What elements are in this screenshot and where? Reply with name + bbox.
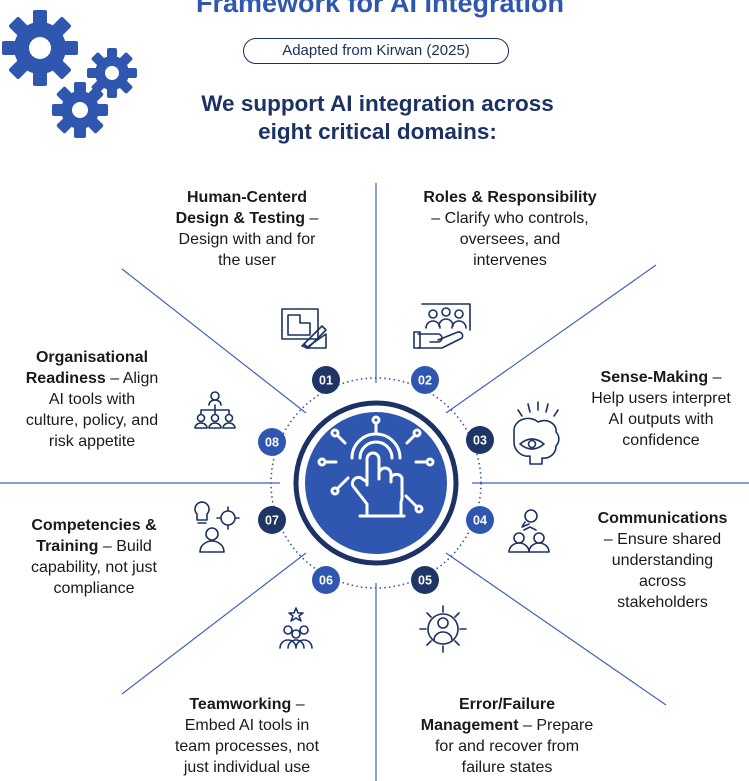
domain-08-label: Organisational Readiness – Align AI tool… bbox=[25, 349, 159, 450]
divider-diagonal-nw bbox=[121, 268, 307, 414]
domain-02-label: Roles & Responsibility – Clarify who con… bbox=[423, 189, 597, 269]
gears-icon bbox=[2, 10, 137, 138]
badge-04: 04 bbox=[466, 506, 494, 534]
team-star-icon bbox=[279, 607, 313, 649]
divider-diagonal-ne bbox=[445, 264, 657, 414]
badge-01: 01 bbox=[312, 366, 340, 394]
svg-text:05: 05 bbox=[418, 574, 432, 588]
badge-08: 08 bbox=[258, 428, 286, 456]
ai-hand-icon bbox=[317, 415, 435, 518]
conversation-icon bbox=[508, 509, 550, 553]
headline: We support AI integration across eight c… bbox=[140, 90, 615, 146]
center-hub bbox=[305, 412, 447, 554]
domain-05-label: Error/Failure Management – Prepare for a… bbox=[420, 696, 594, 776]
domain-06-label: Teamworking – Embed AI tools in team pro… bbox=[174, 696, 320, 776]
badge-02: 02 bbox=[411, 366, 439, 394]
svg-text:02: 02 bbox=[418, 374, 432, 388]
team-hand-icon bbox=[413, 303, 471, 349]
headline-line-2: eight critical domains: bbox=[258, 119, 497, 144]
svg-text:04: 04 bbox=[473, 514, 487, 528]
badge-07: 07 bbox=[258, 506, 286, 534]
dotted-ring bbox=[270, 377, 482, 589]
domain-04-label: Communications – Ensure shared understan… bbox=[597, 510, 728, 611]
domain-01-label: Human-Centerd Design & Testing – Design … bbox=[175, 189, 319, 269]
badge-05: 05 bbox=[411, 566, 439, 594]
gear-person-icon bbox=[419, 605, 467, 653]
svg-text:01: 01 bbox=[319, 374, 333, 388]
page-title: Framework for AI Integration bbox=[195, 0, 565, 18]
domain-03-label: Sense-Making – Help users interpret AI o… bbox=[591, 369, 731, 449]
source-pill: Adapted from Kirwan (2025) bbox=[243, 38, 509, 64]
headline-line-1: We support AI integration across bbox=[201, 91, 554, 116]
divider-diagonal-se bbox=[445, 552, 667, 706]
svg-text:06: 06 bbox=[319, 574, 333, 588]
org-chart-icon bbox=[194, 391, 236, 429]
idea-gear-person-icon bbox=[194, 501, 240, 553]
badge-06: 06 bbox=[312, 566, 340, 594]
badge-03: 03 bbox=[466, 426, 494, 454]
design-blueprint-icon bbox=[281, 308, 327, 349]
divider-diagonal-sw bbox=[121, 552, 307, 695]
svg-text:03: 03 bbox=[473, 434, 487, 448]
svg-text:08: 08 bbox=[265, 436, 279, 450]
brain-eye-icon bbox=[513, 401, 560, 465]
svg-text:07: 07 bbox=[265, 514, 279, 528]
domain-07-label: Competencies & Training – Build capabili… bbox=[31, 517, 157, 597]
